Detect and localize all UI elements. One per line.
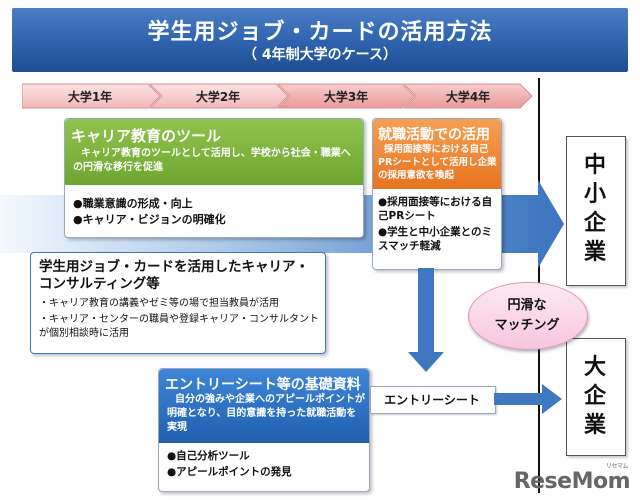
consulting-box: 学生用ジョブ・カードを活用したキャリア・コンサルティング等 ・キャリア教育の講義… xyxy=(30,252,326,354)
matching-line-1: 円滑な xyxy=(507,298,547,313)
job-hunting-heading: 就職活動での活用 xyxy=(378,127,490,143)
timeline-year1: 大学1年 xyxy=(67,90,113,104)
career-tool-header-bg xyxy=(65,119,363,185)
entry-basics-bullet-2: ●アピールポイントの発見 xyxy=(167,466,292,478)
entry-basics-bullet-1: ●自己分析ツール xyxy=(167,450,250,462)
down-arrow xyxy=(408,268,444,372)
timeline-year2-chevron xyxy=(148,83,289,109)
matching-line-2: マッチング xyxy=(494,318,560,333)
sme-char-3: 企 xyxy=(583,211,606,236)
entry-sheet-label: エントリーシート xyxy=(384,393,480,407)
large-char-3: 業 xyxy=(583,413,606,438)
career-tool-description: キャリア教育のツールとして活用し、学校から社会・職業への円滑な移行を促進 xyxy=(73,148,351,173)
job-hunting-description: 採用面接等における自己PRシートとして活用し企業の採用意欲を喚起 xyxy=(378,144,497,181)
large-char-1: 大 xyxy=(583,355,606,380)
career-tool-heading: キャリア教育のツール xyxy=(71,127,222,145)
logo-text: ReseMom xyxy=(513,469,631,494)
sme-box xyxy=(566,136,626,286)
career-tool-bullet-2: ●キャリア・ビジョンの明確化 xyxy=(73,213,226,226)
timeline-year3: 大学3年 xyxy=(323,90,369,104)
consulting-line-1: ・キャリア教育の講義やゼミ等の場で担当教員が活用 xyxy=(39,298,279,309)
large-enterprise-box xyxy=(566,338,626,456)
timeline-chevrons xyxy=(22,83,533,109)
sme-char-2: 小 xyxy=(583,182,606,207)
consulting-heading: 学生用ジョブ・カードを活用したキャリア・コンサルティング等 xyxy=(39,259,309,292)
job-hunting-box: 就職活動での活用 採用面接等における自己PRシートとして活用し企業の採用意欲を喚… xyxy=(372,118,502,270)
entry-basics-box: エントリーシート等の基礎資料 自分の強みや企業へのアピールポイントが明確となり、… xyxy=(158,368,370,492)
large-char-2: 企 xyxy=(583,384,606,409)
entry-basics-description: 自分の強みや企業へのアピールポイントが明確となり、目的意識を持った就職活動を実現 xyxy=(167,394,365,433)
job-hunting-bullet-2: ●学生と中小企業とのミスマッチ軽減 xyxy=(378,226,493,252)
timeline-year4-chevron xyxy=(402,83,533,109)
timeline-year2: 大学2年 xyxy=(195,90,241,104)
progress-arrow-head xyxy=(538,180,564,268)
entry-sheet-label-box xyxy=(370,386,496,414)
sme-char-1: 中 xyxy=(583,153,606,178)
career-tool-bullet-1: ●職業意識の形成・向上 xyxy=(73,197,193,210)
page-subtitle: （ 4年制大学のケース） xyxy=(243,47,397,63)
sme-char-4: 業 xyxy=(583,240,606,265)
title-banner xyxy=(12,8,628,72)
job-hunting-bullet-1: ●採用面接等における自己PRシート xyxy=(378,196,493,222)
career-tool-box: キャリア教育のツール キャリア教育のツールとして活用し、学校から社会・職業への円… xyxy=(64,118,364,238)
logo-small: リセマム xyxy=(605,463,629,470)
job-hunting-header-bg xyxy=(373,119,501,189)
page-title: 学生用ジョブ・カードの活用方法 xyxy=(147,20,493,45)
timeline-year1-chevron xyxy=(22,83,161,109)
timeline-year4: 大学4年 xyxy=(445,90,491,104)
entry-sheet-arrow xyxy=(494,384,562,414)
resemom-logo: リセマム ReseMom xyxy=(513,463,631,494)
entry-basics-header-bg xyxy=(159,369,369,443)
entry-basics-heading: エントリーシート等の基礎資料 xyxy=(165,377,361,393)
timeline-year3-chevron xyxy=(276,83,415,109)
consulting-line-2: ・キャリア・センターの職員や登録キャリア・コンサルタントが個別相談時に活用 xyxy=(39,314,319,339)
matching-ellipse xyxy=(468,282,588,350)
